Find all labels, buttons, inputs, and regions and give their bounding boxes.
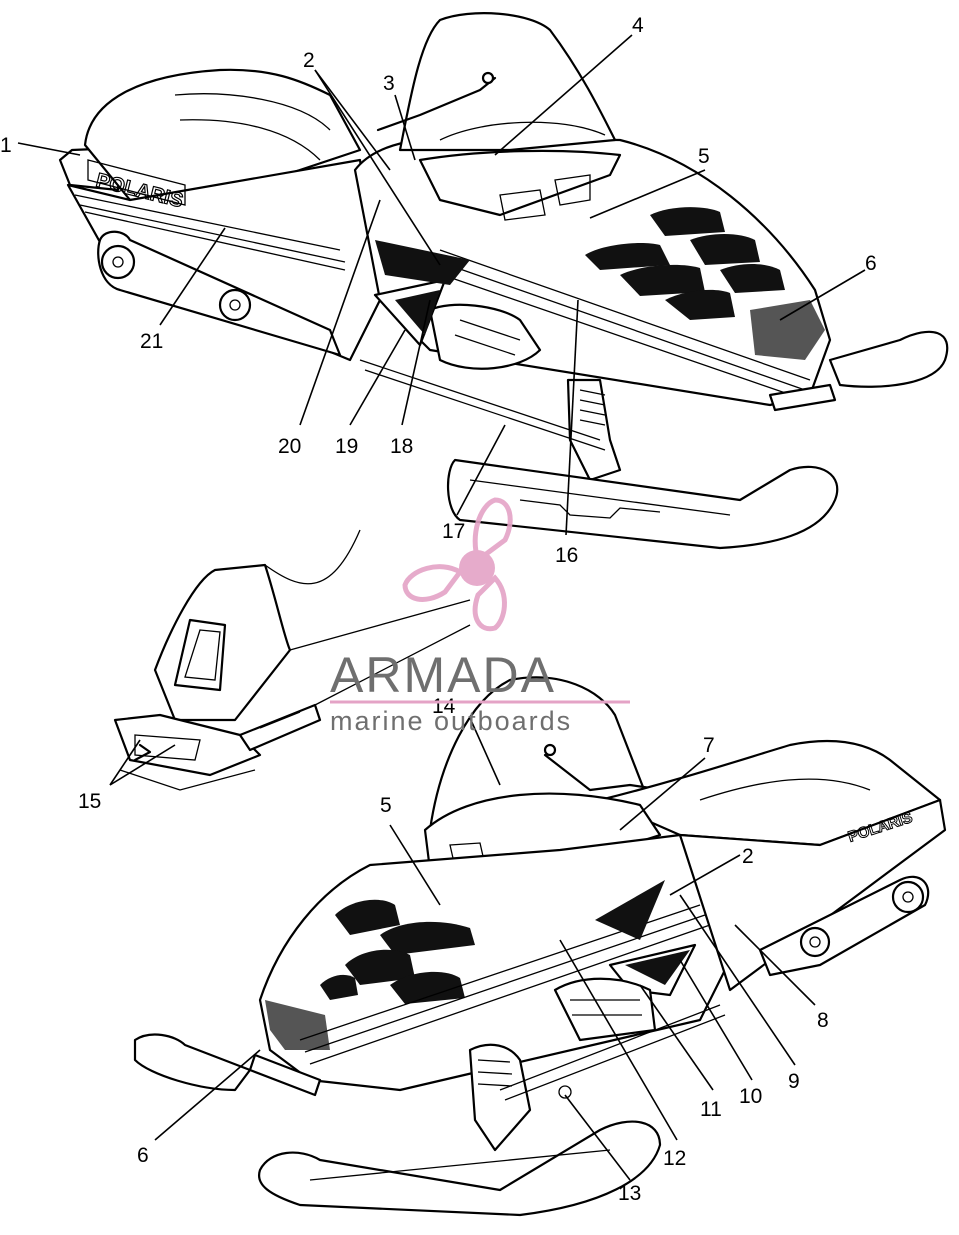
callout-6a: 6 bbox=[865, 252, 877, 275]
shroud-detail-view bbox=[113, 529, 471, 791]
hood-louvers-bottom bbox=[320, 899, 475, 1004]
callout-5b: 5 bbox=[380, 794, 392, 817]
callout-18: 18 bbox=[390, 435, 413, 458]
callout-9: 9 bbox=[788, 1070, 800, 1093]
hood-louvers-top bbox=[585, 207, 785, 320]
snowmobile-bottom-view: POLARIS bbox=[133, 676, 947, 1217]
callout-10: 10 bbox=[739, 1085, 762, 1108]
callout-labels: 1 2 3 4 5 6 21 20 19 18 17 16 14 15 7 5 … bbox=[0, 14, 877, 1205]
callout-13: 13 bbox=[618, 1182, 641, 1205]
callout-15: 15 bbox=[78, 790, 101, 813]
callout-16: 16 bbox=[555, 544, 578, 567]
callout-11: 11 bbox=[700, 1098, 722, 1121]
callout-5a: 5 bbox=[698, 145, 710, 168]
propeller-hub-icon bbox=[459, 550, 495, 586]
callout-1: 1 bbox=[0, 134, 12, 157]
callout-2a: 2 bbox=[303, 49, 315, 72]
callout-2b: 2 bbox=[742, 845, 754, 868]
callout-6b: 6 bbox=[137, 1144, 149, 1167]
watermark: ARMADA marine outboards bbox=[330, 497, 630, 736]
callout-17: 17 bbox=[442, 520, 465, 543]
watermark-title: ARMADA bbox=[330, 647, 556, 703]
callout-3: 3 bbox=[383, 72, 395, 95]
leader-lines bbox=[17, 34, 866, 1181]
snowmobile-top-view: POLARIS bbox=[58, 12, 949, 550]
callout-8: 8 bbox=[817, 1009, 829, 1032]
callout-4: 4 bbox=[632, 14, 644, 37]
callout-20: 20 bbox=[278, 435, 301, 458]
callout-7: 7 bbox=[703, 734, 715, 757]
propeller-logo bbox=[402, 497, 513, 632]
callout-21: 21 bbox=[140, 330, 163, 353]
watermark-subtitle: marine outboards bbox=[330, 706, 572, 736]
callout-12: 12 bbox=[663, 1147, 686, 1170]
callout-19: 19 bbox=[335, 435, 358, 458]
